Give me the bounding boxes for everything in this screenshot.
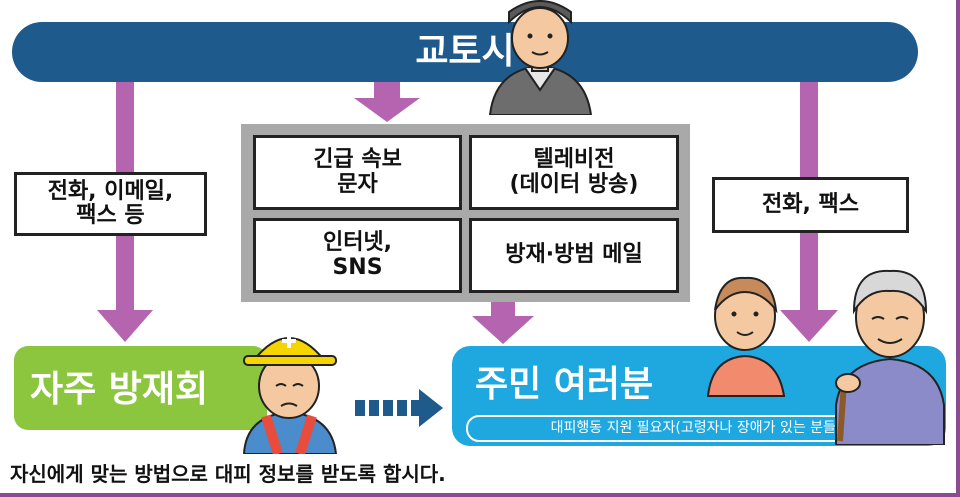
channel-box-internet: 인터넷, SNS <box>253 218 462 293</box>
footer-note: 자신에게 맞는 방법으로 대피 정보를 받도록 합시다. <box>10 462 446 486</box>
channel-box-mail: 방재·방범 메일 <box>469 218 679 293</box>
woman-figure-icon <box>700 268 790 402</box>
helmet-worker-icon <box>236 316 342 458</box>
channel-box-right: 전화, 팩스 <box>712 177 909 233</box>
arrow-panel-to-residents <box>470 300 536 346</box>
worker-figure-icon <box>485 0 595 119</box>
channel-box-left: 전화, 이메일, 팩스 등 <box>14 172 207 236</box>
channel-box-emergency: 긴급 속보 문자 <box>253 135 462 210</box>
city-banner: 교토시 <box>12 22 918 82</box>
residents-title: 주민 여러분 <box>475 364 654 405</box>
self-defense-banner <box>14 346 267 430</box>
channel-box-tv: 텔레비전 (데이터 방송) <box>469 135 679 210</box>
dotted-arrow-icon <box>355 385 445 435</box>
elderly-man-icon <box>830 255 950 449</box>
city-title: 교토시 <box>415 31 515 72</box>
arrow-city-to-panel <box>352 82 422 124</box>
self-defense-title: 자주 방재회 <box>30 369 209 410</box>
